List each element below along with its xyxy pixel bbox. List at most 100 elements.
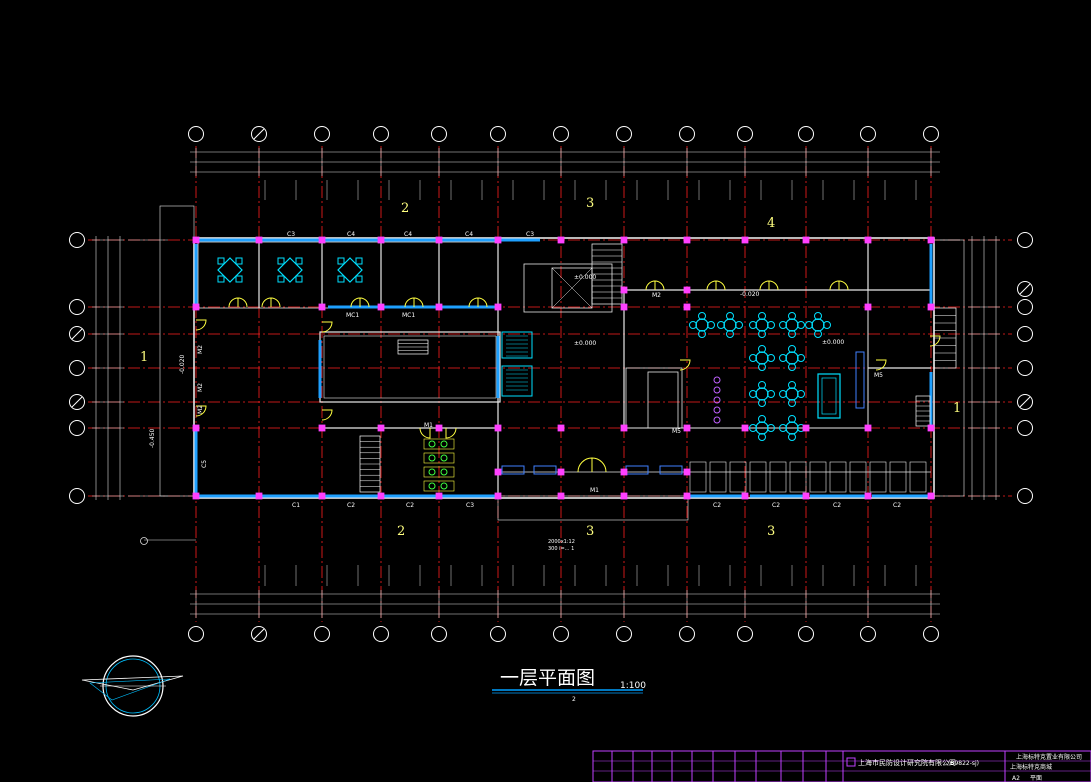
chair bbox=[235, 275, 243, 283]
door-swing bbox=[654, 280, 665, 291]
door-swing bbox=[350, 297, 361, 308]
chair bbox=[217, 275, 225, 283]
storage-room-wall bbox=[625, 367, 683, 429]
chair bbox=[758, 433, 766, 441]
axis-bubble bbox=[188, 126, 204, 142]
chair bbox=[767, 321, 775, 329]
chair bbox=[805, 321, 813, 329]
colonnade-bay bbox=[789, 461, 807, 493]
column bbox=[494, 236, 502, 244]
chair bbox=[788, 381, 796, 389]
window-tag: C3 bbox=[466, 502, 474, 509]
column bbox=[255, 492, 263, 500]
column bbox=[927, 492, 935, 500]
column bbox=[864, 492, 872, 500]
column bbox=[683, 303, 691, 311]
round-table bbox=[785, 387, 799, 401]
toilet bbox=[428, 454, 436, 462]
section-mark-bottom-3: 3 bbox=[767, 524, 775, 539]
chair bbox=[749, 354, 757, 362]
chair bbox=[337, 257, 345, 265]
colonnade-bay bbox=[769, 461, 787, 493]
chair bbox=[355, 257, 363, 265]
room-tag: M1 bbox=[590, 487, 599, 494]
chair bbox=[797, 321, 805, 329]
column bbox=[318, 424, 326, 432]
elevator-cross bbox=[551, 267, 593, 309]
planter bbox=[713, 376, 721, 384]
sofa bbox=[659, 465, 683, 475]
section-mark-left: 1 bbox=[140, 350, 148, 365]
door-swing bbox=[270, 297, 281, 308]
chair bbox=[689, 321, 697, 329]
column bbox=[864, 424, 872, 432]
window-tag: C2 bbox=[713, 502, 721, 509]
ramp-note: 2000x1:12 bbox=[548, 539, 575, 545]
drawing-title: 一层平面图 bbox=[500, 667, 595, 689]
office-table bbox=[277, 257, 303, 283]
column bbox=[494, 424, 502, 432]
furniture bbox=[217, 257, 865, 492]
column bbox=[557, 492, 565, 500]
door-swing bbox=[829, 280, 840, 291]
column bbox=[494, 492, 502, 500]
sofa bbox=[625, 465, 649, 475]
column bbox=[864, 303, 872, 311]
sheet-number: 2 bbox=[572, 696, 576, 703]
room-tag: C5 bbox=[201, 460, 208, 468]
chair bbox=[814, 312, 822, 320]
column bbox=[620, 303, 628, 311]
chair bbox=[726, 312, 734, 320]
axis-bubble bbox=[1017, 326, 1033, 342]
room-tag: MC1 bbox=[346, 312, 359, 319]
axis-bubble bbox=[251, 126, 267, 142]
round-table bbox=[755, 351, 769, 365]
window-tag: C1 bbox=[292, 502, 300, 509]
column bbox=[927, 303, 935, 311]
column bbox=[864, 236, 872, 244]
colonnade-bay bbox=[869, 461, 887, 493]
axis-bubble bbox=[737, 626, 753, 642]
titleblock-project: 上海标特克商城 bbox=[1010, 763, 1052, 771]
door-swing bbox=[759, 280, 770, 291]
west-terrace bbox=[159, 205, 195, 497]
chair bbox=[788, 345, 796, 353]
column bbox=[435, 424, 443, 432]
column bbox=[683, 424, 691, 432]
axis-bubble bbox=[431, 126, 447, 142]
axis-bubble bbox=[69, 299, 85, 315]
colonnade-bay bbox=[909, 461, 927, 493]
colonnade-bay bbox=[689, 461, 707, 493]
drawing-title-block: 一层平面图 1:100 2 bbox=[492, 667, 646, 703]
column bbox=[927, 424, 935, 432]
section-mark-top-2: 3 bbox=[586, 196, 594, 211]
planter bbox=[713, 386, 721, 394]
axis-bubble bbox=[616, 626, 632, 642]
chair bbox=[749, 390, 757, 398]
axis-bubble bbox=[553, 126, 569, 142]
chair bbox=[758, 345, 766, 353]
level-mark: -0.450 bbox=[149, 428, 156, 448]
stall bbox=[423, 480, 455, 492]
chair bbox=[717, 321, 725, 329]
axis-bubble bbox=[431, 626, 447, 642]
chair bbox=[337, 275, 345, 283]
cabinet bbox=[501, 365, 533, 397]
door-swing bbox=[404, 297, 415, 308]
windows bbox=[194, 238, 933, 498]
door-swing bbox=[195, 405, 207, 417]
axis-bubble bbox=[69, 420, 85, 436]
toilet bbox=[440, 482, 448, 490]
level-mark: ±0.000 bbox=[822, 339, 844, 346]
column bbox=[620, 424, 628, 432]
ramp-note: 300 i=... 1 bbox=[548, 546, 574, 552]
chair bbox=[277, 257, 285, 265]
chair bbox=[779, 424, 787, 432]
chair bbox=[749, 321, 757, 329]
hall-wall bbox=[623, 289, 869, 429]
column bbox=[620, 236, 628, 244]
axis-bubble bbox=[314, 126, 330, 142]
column bbox=[318, 303, 326, 311]
axis-bubble bbox=[860, 626, 876, 642]
door-swing bbox=[645, 280, 656, 291]
